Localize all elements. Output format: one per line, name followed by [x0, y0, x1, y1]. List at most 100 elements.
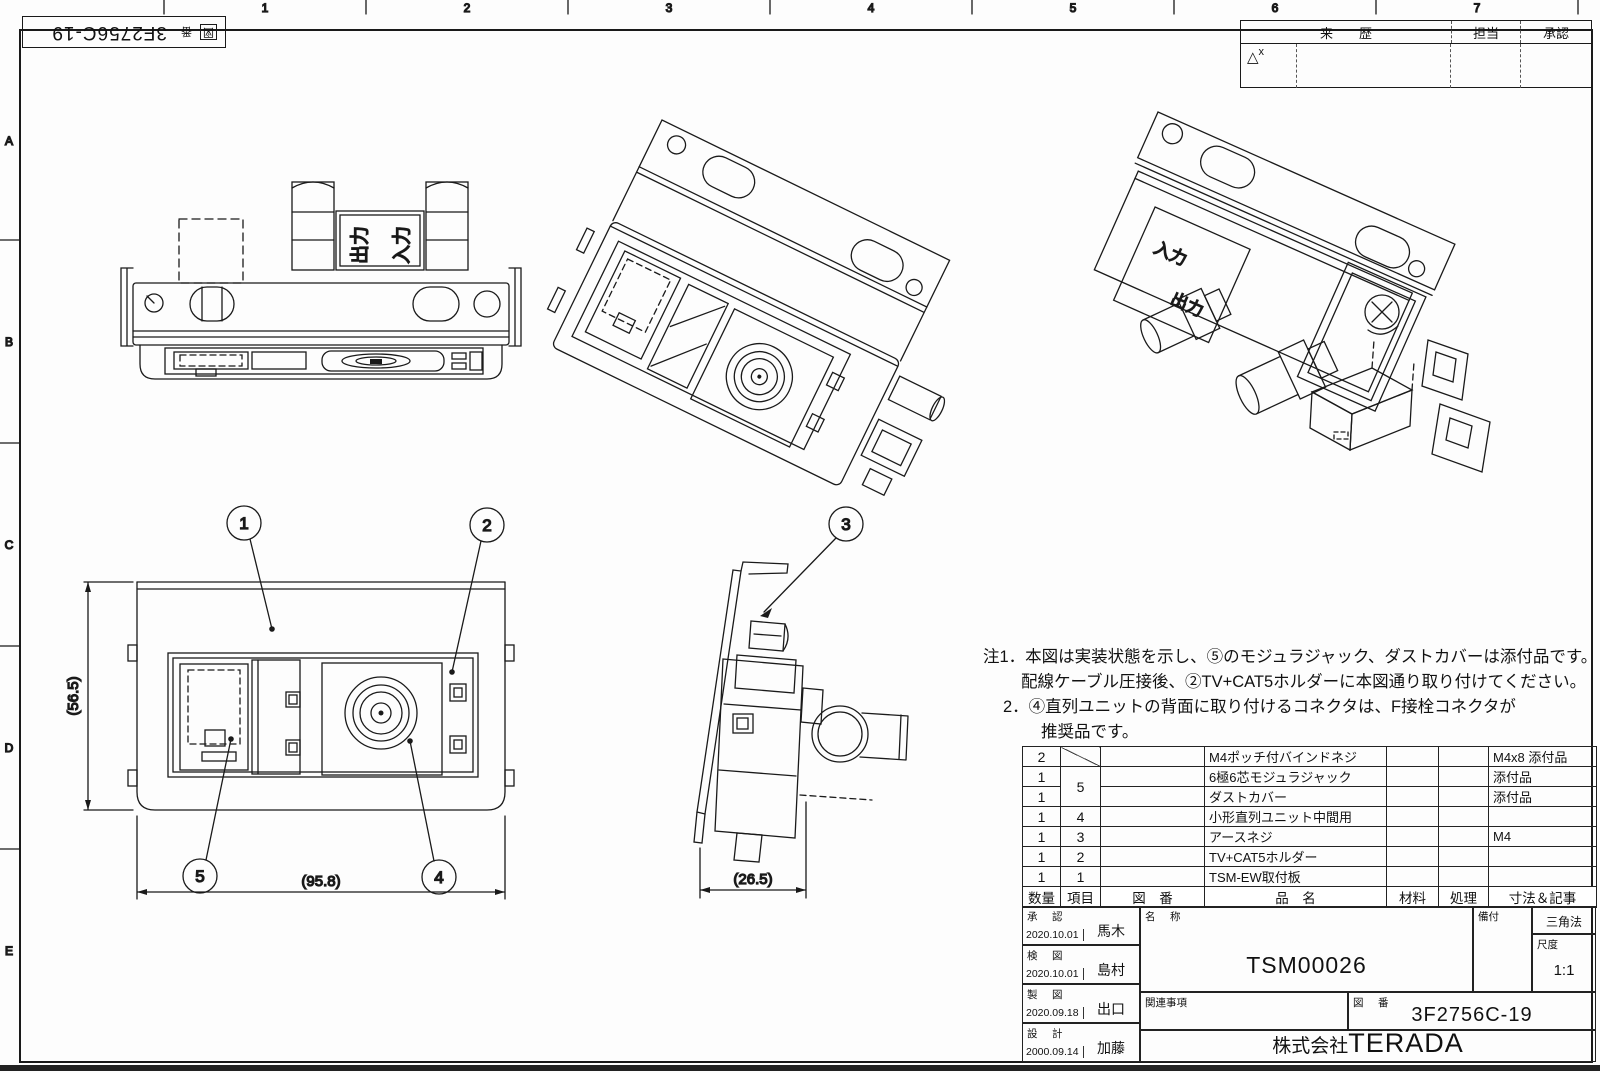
svg-text:(26.5): (26.5): [733, 871, 772, 888]
parts-remarks: M4: [1488, 826, 1597, 847]
equip-label: 備付: [1478, 911, 1499, 923]
revision-approve-header: 承認: [1542, 25, 1569, 41]
revision-history-cell: [1297, 44, 1451, 88]
parts-header-process: 処理: [1438, 886, 1489, 908]
parts-remarks: [1488, 806, 1597, 827]
svg-text:(56.5): (56.5): [65, 676, 82, 715]
iso-label-input: 入力: [1151, 238, 1190, 269]
projection-cell: 三角法: [1532, 906, 1596, 934]
parts-item: 2: [1060, 846, 1101, 867]
zone-row-b: B: [5, 335, 13, 349]
parts-qty: 1: [1022, 866, 1061, 887]
iso-view-front: [546, 119, 951, 497]
product-name-value: TSM00026: [1246, 952, 1367, 978]
parts-header-row: 数量 項目 図 番 品 名 材料 処理 寸法＆記事: [1022, 886, 1597, 908]
parts-zuban: [1100, 806, 1205, 827]
parts-qty: 1: [1022, 846, 1061, 867]
corner-drawing-number: 図 番 3F2756C-19: [23, 17, 225, 47]
scale-value: 1:1: [1553, 962, 1575, 979]
zone-col-6: 6: [1272, 1, 1279, 15]
revision-body-row: △ x: [1241, 44, 1591, 88]
design-date: 2000.09.14: [1026, 1046, 1084, 1058]
parts-name: アースネジ: [1204, 826, 1387, 847]
revision-triangle-icon: △: [1247, 49, 1259, 66]
parts-qty: 1: [1022, 786, 1061, 807]
approve-date: 2020.10.01: [1026, 929, 1084, 941]
zone-col-2: 2: [464, 1, 471, 15]
approve-name: 馬木: [1097, 923, 1125, 939]
parts-qty: 1: [1022, 806, 1061, 827]
revision-mark-cell: △ x: [1241, 44, 1297, 88]
front-view: 出力 入力: [120, 181, 522, 380]
plan-modular-jack: [179, 663, 249, 771]
revision-header-row: 来 歴 担当 承認: [1241, 21, 1591, 44]
check-cell: 検 図 2020.10.01 島村: [1022, 945, 1140, 984]
parts-process: [1438, 866, 1489, 887]
front-connector-right: [425, 181, 469, 271]
parts-material: [1386, 786, 1439, 807]
check-label: 検 図: [1027, 950, 1065, 962]
front-connector-left: [291, 181, 335, 271]
equip-cell: 備付: [1473, 906, 1532, 992]
parts-header-name: 品 名: [1204, 886, 1387, 908]
approve-label: 承 認: [1027, 911, 1065, 923]
parts-process: [1438, 806, 1489, 827]
dimension-height: (56.5): [64, 581, 134, 811]
stamp-number: 3F2756C-19: [51, 22, 167, 43]
zone-row-a: A: [5, 134, 13, 148]
svg-text:4: 4: [434, 868, 443, 887]
stamp-ban-label: 番: [181, 25, 192, 37]
zone-row-e: E: [5, 944, 13, 958]
parts-remarks: M4x8 添付品: [1488, 746, 1597, 767]
parts-header-zuban: 図 番: [1100, 886, 1205, 908]
zone-col-5: 5: [1070, 1, 1077, 15]
draft-date: 2020.09.18: [1026, 1007, 1084, 1019]
parts-remarks: 添付品: [1488, 786, 1597, 807]
parts-name: M4ポッチ付バインドネジ: [1204, 746, 1387, 767]
parts-row: 1 4 小形直列ユニット中間用: [1022, 806, 1597, 827]
parts-remarks: 添付品: [1488, 766, 1597, 787]
related-items-cell: 関連事項: [1140, 992, 1348, 1030]
parts-row: 1 3 アースネジ M4: [1022, 826, 1597, 847]
parts-zuban: [1100, 846, 1205, 867]
parts-material: [1386, 866, 1439, 887]
svg-text:(95.8): (95.8): [301, 873, 340, 890]
parts-item: 1: [1060, 866, 1101, 887]
parts-item: 5: [1060, 766, 1101, 807]
iso-unit-face: 入力 出力: [1112, 206, 1251, 344]
revision-mark-x: x: [1258, 46, 1265, 58]
related-items-label: 関連事項: [1145, 997, 1187, 1009]
parts-remarks: [1488, 866, 1597, 887]
product-name-label: 名 称: [1145, 911, 1183, 923]
iso-clips: [1421, 339, 1491, 473]
scale-cell: 尺度 1:1: [1532, 934, 1596, 992]
front-marking-input: 入力: [391, 226, 413, 264]
parts-zuban: [1100, 826, 1205, 847]
parts-item: 4: [1060, 806, 1101, 827]
parts-qty: 1: [1022, 766, 1061, 787]
design-cell: 設 計 2000.09.14 加藤: [1022, 1023, 1140, 1062]
design-name: 加藤: [1097, 1040, 1125, 1056]
parts-name: ダストカバー: [1204, 786, 1387, 807]
parts-name: TSM-EW取付板: [1204, 866, 1387, 887]
revision-approve-cell: [1521, 44, 1591, 88]
parts-header-qty: 数量: [1022, 886, 1061, 908]
corner-drawing-number-box: 図 番 3F2756C-19: [22, 16, 226, 48]
scale-label: 尺度: [1537, 939, 1558, 951]
parts-header-material: 材料: [1386, 886, 1439, 908]
parts-name: 6極6芯モジュラジャック: [1204, 766, 1387, 787]
draft-label: 製 図: [1027, 989, 1065, 1001]
parts-material: [1386, 746, 1439, 767]
approve-cell: 承 認 2020.10.01 馬木: [1022, 906, 1140, 945]
revision-history-header: 来 歴: [1319, 25, 1372, 41]
svg-text:5: 5: [195, 867, 204, 886]
iso-connector-box: [1309, 339, 1415, 452]
company-name: TERADA: [1348, 1028, 1464, 1058]
parts-qty: 1: [1022, 826, 1061, 847]
iso-earth-screw: [1364, 294, 1400, 335]
parts-item: 3: [1060, 826, 1101, 847]
stamp-zu-label: 図: [200, 24, 217, 40]
balloon-4: 4: [407, 738, 457, 895]
parts-qty: 2: [1022, 746, 1061, 767]
